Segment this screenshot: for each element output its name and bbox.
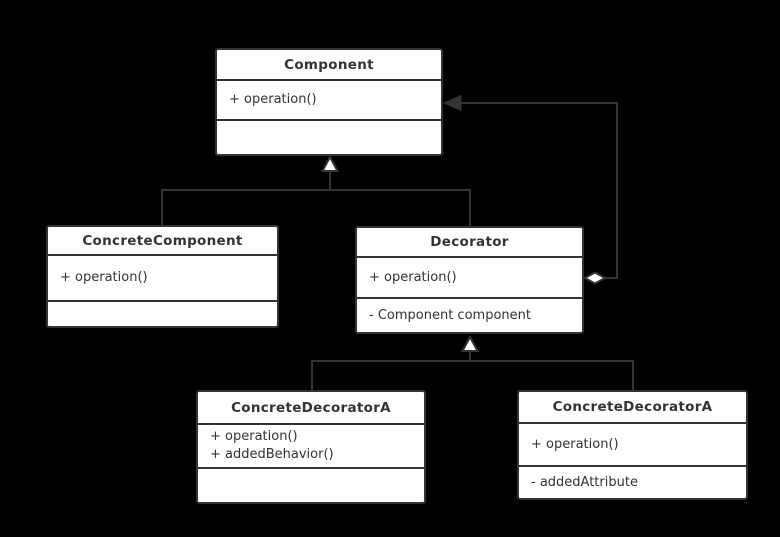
operation-label: + addedBehavior() bbox=[210, 447, 334, 462]
operations-compartment: + operation() + addedBehavior() bbox=[198, 423, 424, 467]
class-box-component: Component + operation() bbox=[215, 48, 443, 156]
attributes-compartment bbox=[198, 467, 424, 502]
attributes-compartment bbox=[217, 119, 441, 154]
operation-label: + operation() bbox=[531, 436, 619, 452]
operations-compartment: + operation() bbox=[217, 79, 441, 119]
attributes-compartment bbox=[48, 300, 277, 326]
aggregation-diamond-icon bbox=[582, 271, 608, 285]
class-box-concrete-component: ConcreteComponent + operation() bbox=[46, 225, 279, 328]
class-name: ConcreteDecoratorA bbox=[552, 399, 713, 415]
class-box-decorator: Decorator + operation() - Component comp… bbox=[355, 226, 584, 334]
attributes-compartment: - Component component bbox=[357, 297, 582, 332]
class-name: ConcreteDecoratorA bbox=[231, 399, 391, 416]
class-name: Component bbox=[284, 56, 374, 73]
operations-compartment: + operation() bbox=[48, 254, 277, 300]
class-name: Decorator bbox=[430, 234, 509, 250]
inheritance-triangle-icon bbox=[320, 154, 340, 172]
class-name: ConcreteComponent bbox=[82, 232, 243, 249]
navigability-arrow-icon bbox=[442, 94, 462, 112]
attributes-compartment: - addedAttribute bbox=[519, 465, 746, 498]
operation-label: + operation() bbox=[60, 270, 148, 285]
inheritance-edge-to-decorator bbox=[311, 334, 634, 392]
inheritance-edge-to-component bbox=[161, 154, 471, 228]
aggregation-edge-decorator-component bbox=[442, 94, 618, 285]
operation-label: + operation() bbox=[210, 429, 298, 444]
class-box-concrete-decorator-a-left: ConcreteDecoratorA + operation() + added… bbox=[196, 390, 426, 504]
attribute-label: - Component component bbox=[369, 307, 531, 323]
operation-label: + operation() bbox=[369, 269, 457, 285]
attribute-label: - addedAttribute bbox=[531, 474, 638, 490]
class-box-concrete-decorator-a-right: ConcreteDecoratorA + operation() - added… bbox=[517, 390, 748, 500]
operations-compartment: + operation() bbox=[357, 256, 582, 297]
inheritance-triangle-icon bbox=[460, 334, 480, 352]
operations-compartment: + operation() bbox=[519, 422, 746, 465]
operation-label: + operation() bbox=[229, 92, 317, 107]
